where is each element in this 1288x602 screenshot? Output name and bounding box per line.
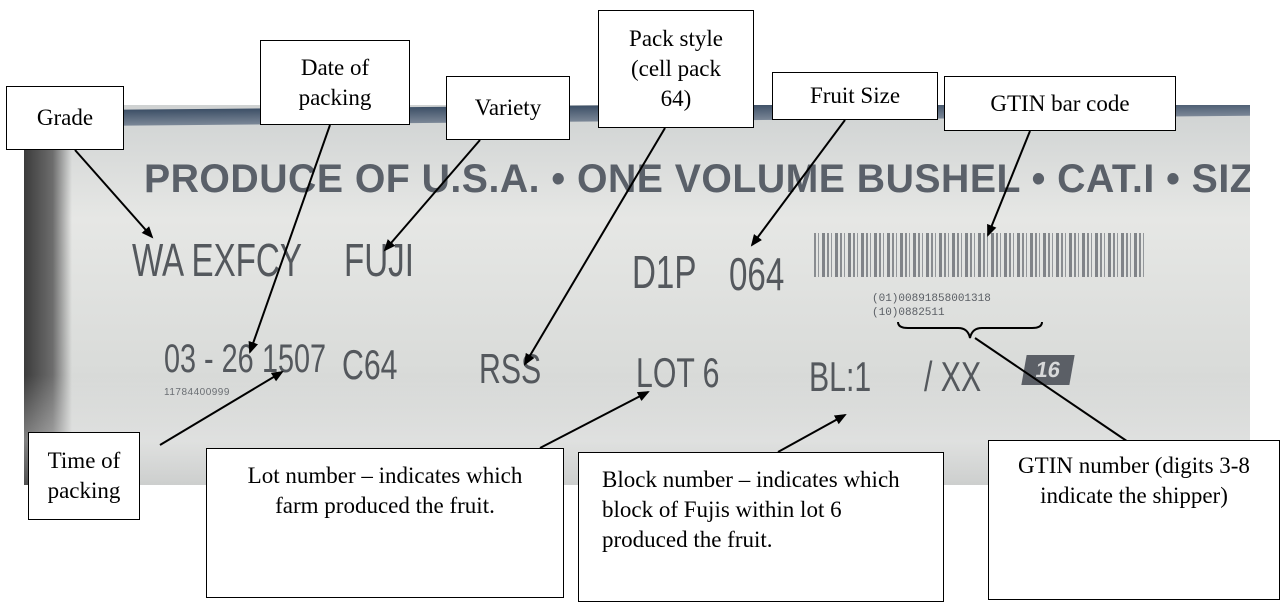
carton-gtin-line-1: (01)00891858001318	[872, 293, 991, 305]
carton-cell-code: C64	[342, 341, 398, 388]
label-gtin-number: GTIN number (digits 3-8 indicate the shi…	[988, 440, 1280, 600]
label-lot-number-text: Lot number – indicates which farm produc…	[247, 463, 523, 518]
label-time-of-packing: Time of packing	[28, 432, 140, 520]
label-block-number-text: Block number – indicates which block of …	[602, 467, 900, 552]
carton-lot-code: LOT 6	[636, 349, 720, 396]
label-gtin-bar-code: GTIN bar code	[944, 76, 1176, 131]
label-grade: Grade	[6, 86, 124, 150]
carton-size-code: 064	[729, 248, 785, 300]
label-pack-style: Pack style (cell pack 64)	[598, 10, 754, 128]
arrow-fruit-size	[750, 119, 846, 247]
carton-variety-code: FUJI	[344, 234, 414, 286]
carton-headline: PRODUCE OF U.S.A. • ONE VOLUME BUSHEL • …	[144, 157, 1250, 201]
label-grade-text: Grade	[36, 105, 94, 130]
label-fruit-size: Fruit Size	[772, 72, 938, 120]
carton-gtin-line-2: (10)0882511	[872, 307, 945, 319]
label-block-number: Block number – indicates which block of …	[578, 452, 944, 602]
connector-gtin-number	[974, 337, 1141, 451]
gtin-brace	[897, 321, 1043, 339]
carton-block-code: BL:1	[809, 353, 872, 400]
carton-pack-code: D1P	[632, 246, 697, 298]
arrow-lot	[539, 391, 650, 449]
arrow-time	[159, 370, 284, 446]
carton-xx-code: / XX	[924, 353, 982, 400]
label-variety: Variety	[446, 76, 570, 140]
label-gtin-bar-code-text: GTIN bar code	[990, 90, 1130, 116]
arrow-gtin-bar	[987, 130, 1031, 237]
label-pack-style-text: Pack style (cell pack 64)	[629, 26, 723, 111]
arrow-grade	[74, 149, 154, 239]
arrow-block	[777, 414, 847, 453]
label-date-of-packing-text: Date of packing	[298, 54, 372, 110]
label-gtin-number-text: GTIN number (digits 3-8 indicate the shi…	[1018, 453, 1250, 508]
arrow-pack-style	[523, 127, 666, 366]
label-variety-text: Variety	[474, 95, 542, 120]
carton-date-code: 03 - 26	[164, 337, 254, 381]
label-fruit-size-text: Fruit Size	[809, 83, 901, 108]
label-lot-number: Lot number – indicates which farm produc…	[206, 448, 564, 598]
carton-photo: PRODUCE OF U.S.A. • ONE VOLUME BUSHEL • …	[24, 105, 1250, 485]
label-time-of-packing-text: Time of packing	[47, 448, 121, 503]
arrow-variety	[383, 139, 481, 252]
carton-small-number: 11784400999	[164, 387, 230, 398]
carton-shadow-edge	[24, 105, 72, 485]
label-date-of-packing: Date of packing	[260, 40, 410, 125]
arrow-date	[248, 124, 331, 354]
gtin-barcode	[814, 233, 1144, 277]
carton-grade-code: WA EXFCY	[132, 234, 302, 286]
